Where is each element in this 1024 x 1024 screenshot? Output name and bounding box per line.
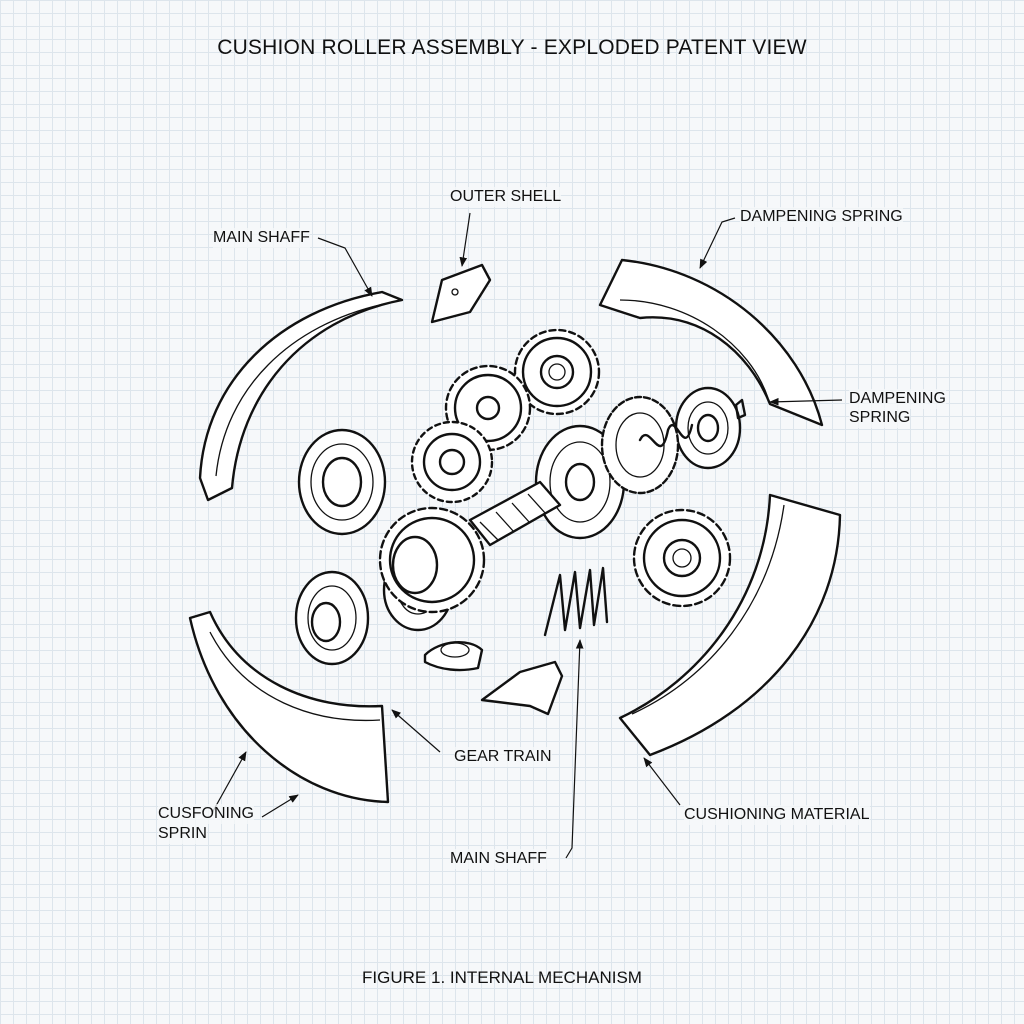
label-main-shaft-bottom: MAIN SHAFF — [450, 849, 547, 869]
bearing-left — [297, 428, 387, 536]
gear-main-drive — [378, 506, 486, 614]
figure-caption: FIGURE 1. INTERNAL MECHANISM — [362, 968, 642, 987]
label-dampening-spring-top: DAMPENING SPRING — [740, 207, 903, 227]
bearing-right — [674, 386, 747, 470]
bearing-bottom-left — [294, 570, 370, 666]
shell-segment-bottom-right — [618, 493, 842, 757]
gear-left-small — [410, 420, 494, 504]
shell-fragment-bottom — [480, 660, 564, 716]
gear-right — [632, 508, 732, 608]
shell-segment-top-right — [598, 258, 824, 427]
gear-top-center — [513, 328, 601, 416]
bracket-part — [423, 641, 484, 672]
spring-lower — [543, 566, 609, 637]
label-dampening-spring-right-2: SPRING — [849, 408, 911, 428]
leader-lines — [211, 212, 843, 859]
label-outer-shell: OUTER SHELL — [450, 187, 562, 207]
label-cushioning-material: CUSHIONING MATERIAL — [684, 805, 870, 825]
spring-upper-right — [638, 423, 694, 448]
label-cushioning-spring-2: SPRIN — [158, 824, 207, 844]
main-shaft — [468, 480, 562, 547]
shell-fragment-top — [430, 263, 492, 324]
shell-segment-top-left — [198, 290, 404, 502]
gear-right-disc — [600, 395, 680, 495]
fragment-hole — [451, 288, 459, 296]
label-main-shaft-top: MAIN SHAFF — [213, 228, 310, 248]
label-dampening-spring-right-1: DAMPENING — [849, 389, 946, 409]
shell-segment-bottom-left — [188, 610, 390, 804]
label-cushioning-spring-1: CUSFONING — [158, 804, 254, 824]
figure-title: CUSHION ROLLER ASSEMBLY - EXPLODED PATEN… — [217, 36, 807, 59]
label-gear-train: GEAR TRAIN — [454, 747, 552, 767]
